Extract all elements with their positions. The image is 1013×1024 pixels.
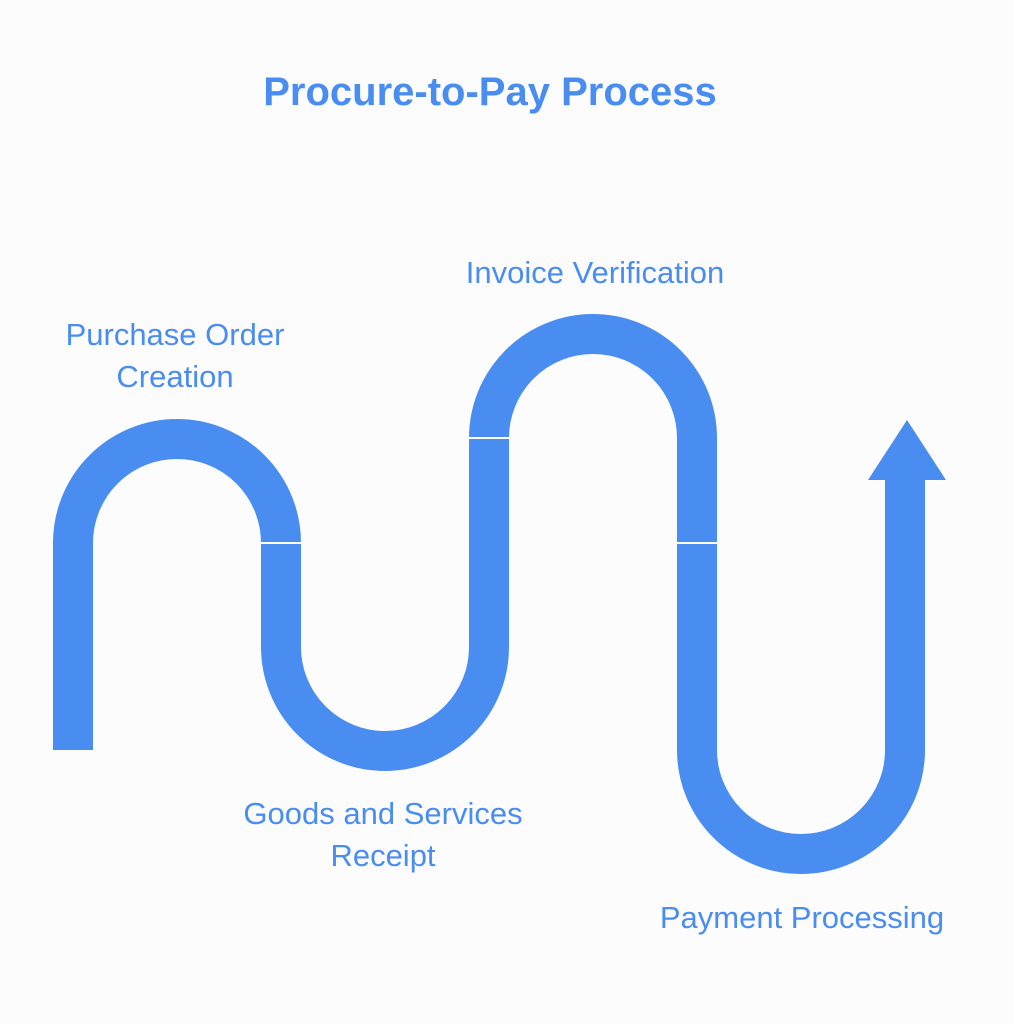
path-segment-invoice-verification [469, 314, 717, 543]
path-segment-payment-processing [677, 478, 925, 874]
step-label-invoice-verification: Invoice Verification [430, 252, 760, 294]
step-label-purchase-order: Purchase Order Creation [40, 314, 310, 398]
step-label-line: Goods and Services [243, 796, 523, 831]
step-label-line: Receipt [330, 838, 436, 873]
step-label-line: Creation [116, 359, 234, 394]
path-segment-goods-receipt [261, 438, 509, 771]
step-label-payment-processing: Payment Processing [632, 897, 972, 939]
arrow-head-icon [868, 420, 946, 480]
step-label-line: Payment Processing [659, 900, 945, 935]
step-label-line: Invoice Verification [465, 255, 725, 290]
diagram-title: Procure-to-Pay Process [263, 70, 717, 114]
step-label-goods-receipt: Goods and Services Receipt [213, 793, 553, 877]
step-label-line: Purchase Order [65, 317, 285, 352]
path-segment-purchase-order [53, 419, 301, 750]
